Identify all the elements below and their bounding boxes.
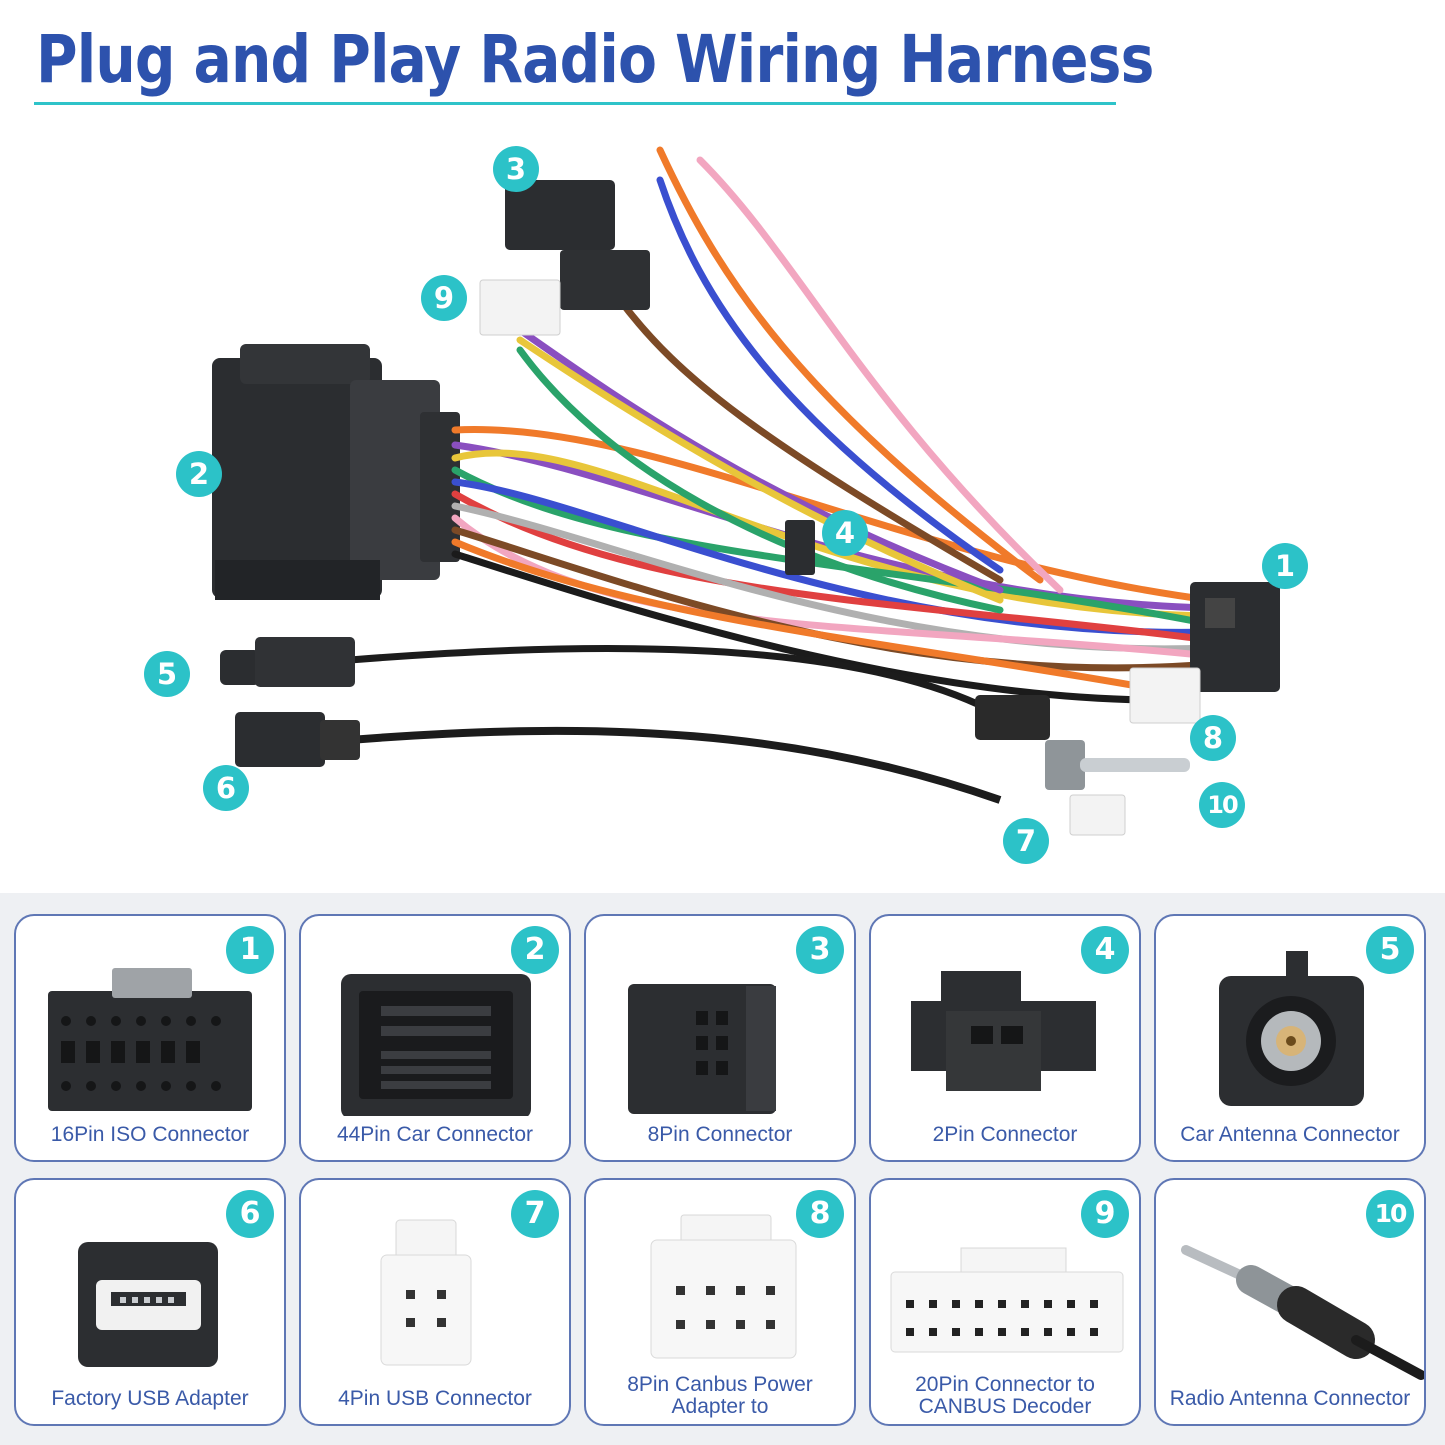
- callout-7: 7: [1003, 818, 1049, 864]
- connector-card-5: 5 Car Antenna Connector: [1154, 914, 1426, 1162]
- card-caption: 2Pin Connector: [932, 1123, 1078, 1146]
- card-badge: 8: [796, 1190, 844, 1238]
- card-badge: 2: [511, 926, 559, 974]
- callout-2: 2: [176, 451, 222, 497]
- card-badge: 10: [1366, 1190, 1414, 1238]
- connector-8-illustration: [1129, 667, 1201, 724]
- card-caption: 8Pin Connector: [647, 1123, 793, 1146]
- connector-card-7: 7 4Pin USB Connector: [299, 1178, 571, 1426]
- callout-3: 3: [493, 146, 539, 192]
- 4pin-usb-connector-image: [380, 1219, 472, 1366]
- car-antenna-connector-image: [1219, 951, 1364, 1106]
- connector-card-6: 6 Factory USB Adapter: [14, 1178, 286, 1426]
- connector-4-illustration: [785, 520, 815, 575]
- callout-1: 1: [1262, 543, 1308, 589]
- page-title: Plug and Play Radio Wiring Harness: [36, 21, 1154, 98]
- harness-illustration: [212, 146, 1280, 836]
- connector-3-illustration: [505, 180, 650, 310]
- card-caption: Factory USB Adapter: [51, 1387, 249, 1410]
- connector-card-4: 4 2Pin Connector: [869, 914, 1141, 1162]
- callout-4: 4: [822, 510, 868, 556]
- antenna-cables: [220, 637, 1190, 836]
- usb-adapter-image: [78, 1242, 218, 1367]
- card-badge: 7: [511, 1190, 559, 1238]
- card-badge: 1: [226, 926, 274, 974]
- card-caption: 16Pin ISO Connector: [50, 1123, 250, 1146]
- canbus-power-adapter-image: [650, 1214, 797, 1359]
- 20pin-connector-image: [890, 1247, 1124, 1353]
- card-caption: 44Pin Car Connector: [336, 1123, 534, 1146]
- connector-card-10: 10 Radio Antenna Connector: [1154, 1178, 1426, 1426]
- card-caption: Radio Antenna Connector: [1169, 1387, 1411, 1410]
- connector-card-2: 2 44Pin Car Connector: [299, 914, 571, 1162]
- callout-9: 9: [421, 275, 467, 321]
- card-badge: 3: [796, 926, 844, 974]
- card-badge: 6: [226, 1190, 274, 1238]
- connector-card-1: 1 16Pin ISO Connector: [14, 914, 286, 1162]
- connector-card-3: 3 8Pin Connector: [584, 914, 856, 1162]
- car-connector-image: [341, 974, 531, 1116]
- connector-1-illustration: [1190, 582, 1280, 692]
- iso-connector-image: [48, 968, 252, 1111]
- callout-5: 5: [144, 651, 190, 697]
- card-badge: 5: [1366, 926, 1414, 974]
- callout-8: 8: [1190, 715, 1236, 761]
- card-badge: 4: [1081, 926, 1129, 974]
- card-badge: 9: [1081, 1190, 1129, 1238]
- card-caption: 4Pin USB Connector: [338, 1387, 532, 1410]
- 2pin-connector-image: [911, 971, 1096, 1091]
- 8pin-connector-image: [628, 984, 776, 1114]
- callout-10: 10: [1199, 782, 1245, 828]
- callout-6: 6: [203, 765, 249, 811]
- wire-bundle: [451, 146, 1214, 704]
- radio-antenna-connector-image: [1181, 1245, 1424, 1380]
- card-caption: Car Antenna Connector: [1180, 1123, 1400, 1146]
- title-underline: [34, 102, 1116, 105]
- main-connector-illustration: [212, 344, 460, 600]
- connector-9-illustration: [479, 279, 561, 336]
